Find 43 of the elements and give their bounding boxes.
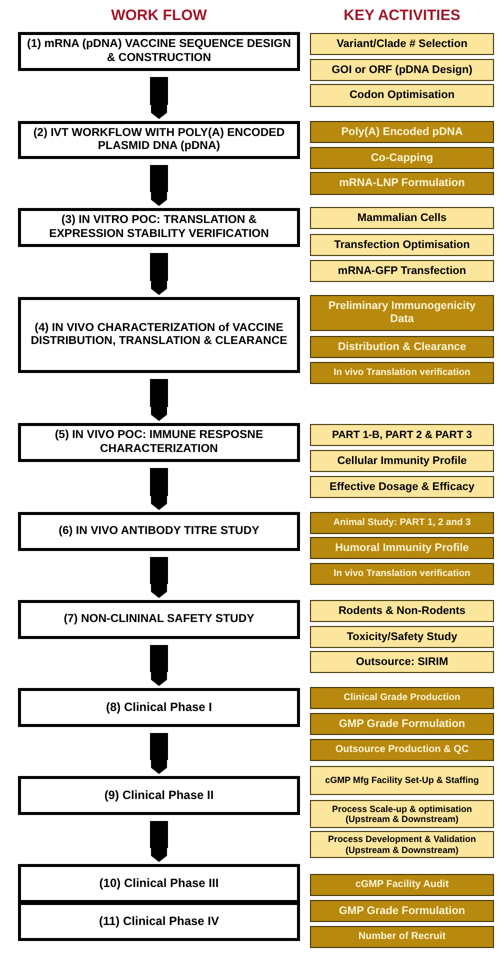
column-heading: WORK FLOW: [110, 6, 208, 26]
activity-box: Outsource Production & QC: [310, 739, 494, 761]
activity-box: Mammalian Cells: [310, 207, 494, 229]
activity-box: Process Development & Validation (Upstream & Downstream): [310, 831, 494, 858]
activity-box: Toxicity/Safety Study: [310, 626, 494, 648]
activity-box: mRNA-GFP Transfection: [310, 260, 494, 282]
column-heading: KEY ACTIVITIES: [342, 6, 462, 26]
process-box: (8) Clinical Phase I: [18, 688, 300, 727]
process-box: (5) IN VIVO POC: IMMUNE RESPOSNE CHARACTERIZATION: [18, 423, 300, 462]
activity-box: cGMP Mfg Facility Set-Up & Staffing: [310, 766, 494, 795]
process-box: (2) IVT WORKFLOW WITH POLY(A) ENCODED PLASMID DNA (pDNA): [18, 121, 300, 159]
activity-box: Humoral Immunity Profile: [310, 537, 494, 559]
activity-box: PART 1-B, PART 2 & PART 3: [310, 424, 494, 446]
activity-box: Cellular Immunity Profile: [310, 450, 494, 472]
process-box: (3) IN VITRO POC: TRANSLATION & EXPRESSION STABILITY VERIFICATION: [18, 208, 300, 247]
process-box: (4) IN VIVO CHARACTERIZATION of VACCINE DISTRIBUTION, TRANSLATION & CLEARANCE: [18, 297, 300, 373]
activity-box: Preliminary Immunogenicity Data: [310, 295, 494, 331]
process-box: (9) Clinical Phase II: [18, 776, 300, 815]
activity-box: Number of Recruit: [310, 926, 494, 948]
activity-box: Outsource: SIRIM: [310, 651, 494, 673]
process-box: (11) Clinical Phase IV: [18, 902, 300, 941]
activity-box: Transfection Optimisation: [310, 234, 494, 256]
activity-box: GMP Grade Formulation: [310, 900, 494, 922]
activity-box: Animal Study: PART 1, 2 and 3: [310, 512, 494, 534]
activity-box: Rodents & Non-Rodents: [310, 600, 494, 622]
activity-box: In vivo Translation verification: [310, 563, 494, 585]
process-box: (10) Clinical Phase III: [18, 864, 300, 903]
activity-box: In vivo Translation verification: [310, 362, 494, 384]
activity-box: Process Scale-up & optimisation (Upstream & Downstream): [310, 800, 494, 828]
activity-box: Clinical Grade Production: [310, 687, 494, 709]
process-box: (6) IN VIVO ANTIBODY TITRE STUDY: [18, 512, 300, 551]
activity-box: GMP Grade Formulation: [310, 713, 494, 735]
activity-box: cGMP Facility Audit: [310, 874, 494, 896]
activity-box: Codon Optimisation: [310, 84, 494, 107]
activity-box: Variant/Clade # Selection: [310, 33, 494, 55]
activity-box: Effective Dosage & Efficacy: [310, 476, 494, 498]
process-box: (7) NON-CLININAL SAFETY STUDY: [18, 600, 300, 639]
process-box: (1) mRNA (pDNA) VACCINE SEQUENCE DESIGN & CONSTRUCTION: [18, 32, 300, 71]
activity-box: mRNA-LNP Formulation: [310, 172, 494, 195]
activity-box: Distribution & Clearance: [310, 336, 494, 358]
activity-box: Poly(A) Encoded pDNA: [310, 121, 494, 143]
activity-box: Co-Capping: [310, 147, 494, 169]
activity-box: GOI or ORF (pDNA Design): [310, 59, 494, 81]
